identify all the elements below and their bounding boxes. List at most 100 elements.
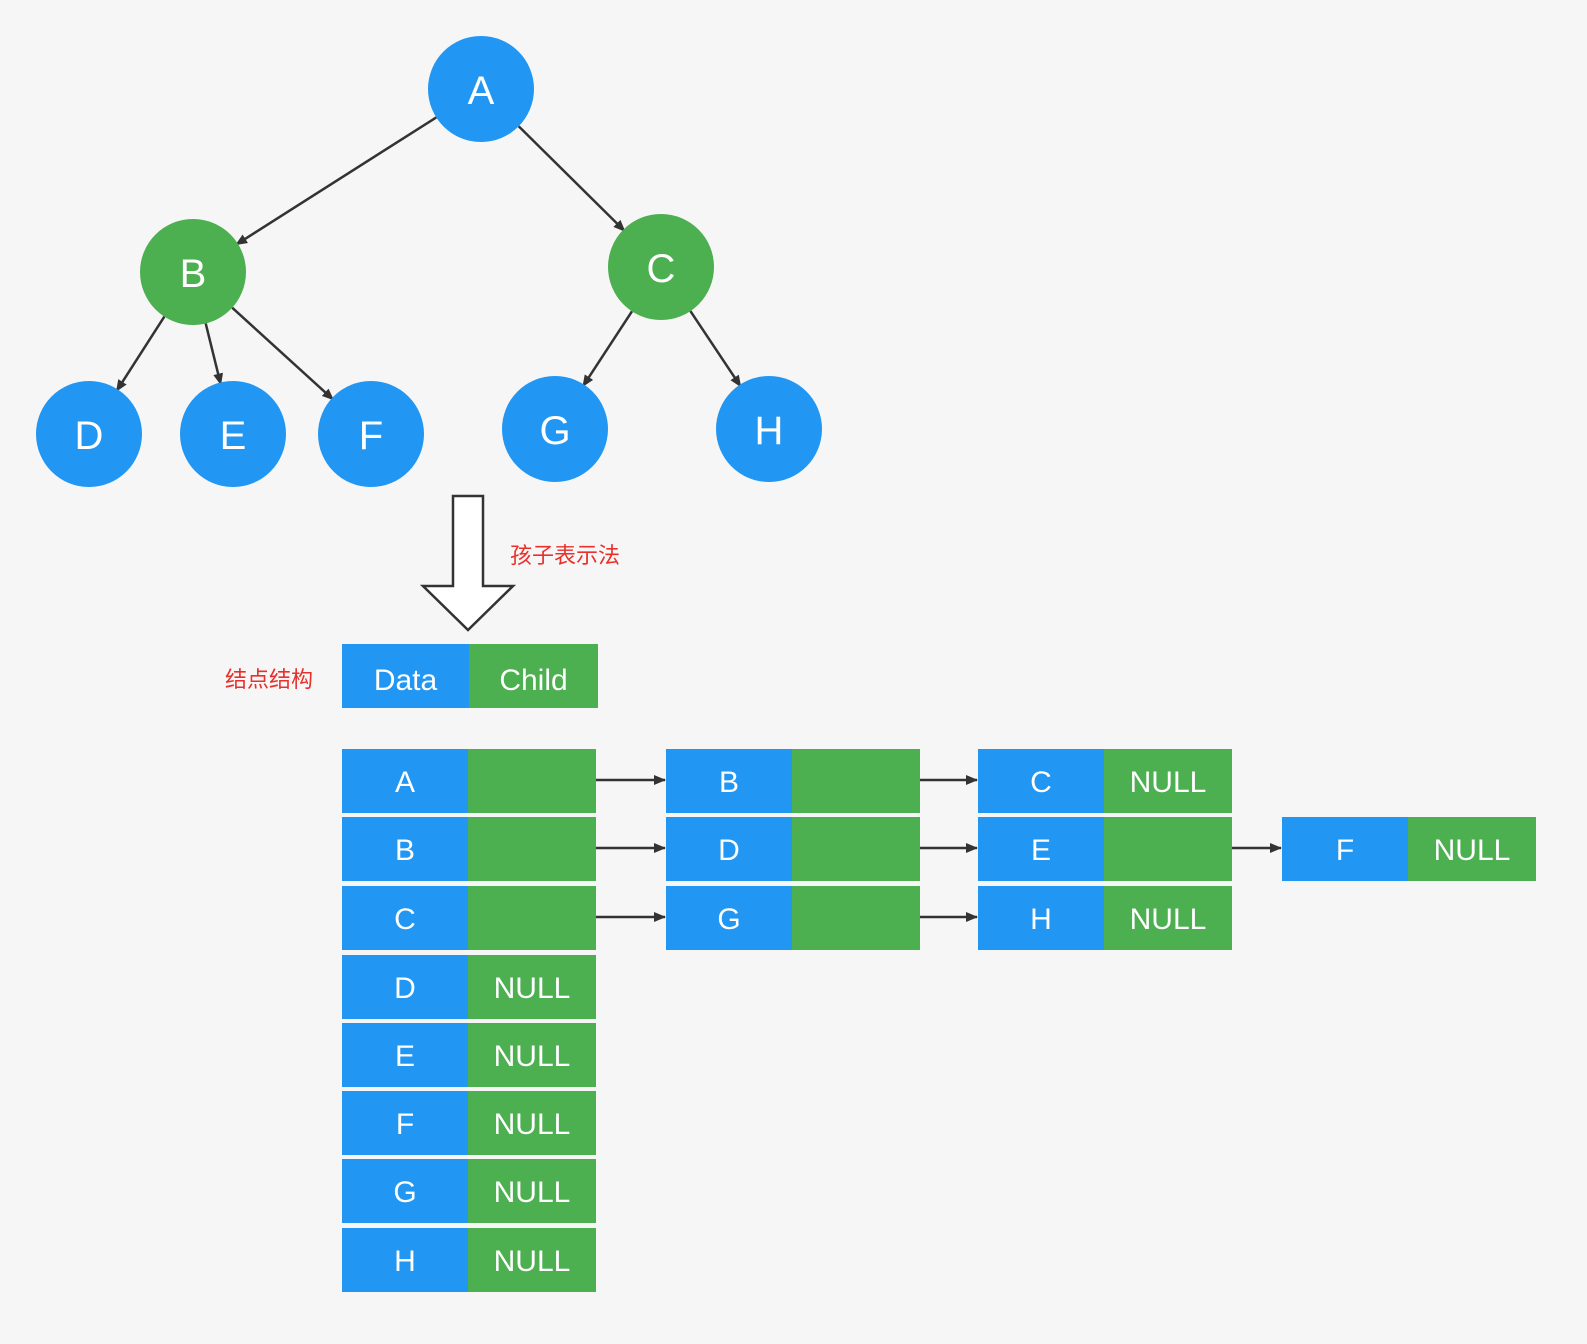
edge-A-B (235, 116, 437, 246)
tree-node-label: A (468, 69, 495, 113)
child-value: NULL (1130, 903, 1207, 936)
data-value: F (396, 1108, 414, 1141)
data-field (342, 1023, 468, 1087)
tree-node-C: C (608, 214, 714, 320)
structure-data-label: Data (374, 664, 438, 697)
edge-A-C (517, 125, 626, 233)
list-node-B-E: E (978, 817, 1232, 881)
data-field (342, 817, 468, 881)
tree-node-label: C (647, 247, 676, 291)
tree-node-G: G (502, 376, 608, 482)
tree-node-D: D (36, 381, 142, 487)
structure-child-label: Child (499, 664, 567, 697)
tree-node-F: F (318, 381, 424, 487)
data-field (666, 817, 792, 881)
child-field (1104, 886, 1232, 950)
tree-node-H: H (716, 376, 822, 482)
tree-node-circle (428, 36, 534, 142)
tree-node-label: F (359, 414, 383, 458)
data-value: D (718, 834, 740, 867)
child-field (468, 1023, 596, 1087)
transform-arrow (419, 494, 517, 632)
data-field (666, 886, 792, 950)
child-field (468, 886, 596, 950)
child-value: NULL (494, 1108, 571, 1141)
transform-label: 孩子表示法 (510, 544, 620, 569)
data-value: C (394, 903, 416, 936)
data-field (978, 817, 1104, 881)
data-value: D (394, 972, 416, 1005)
data-field (342, 1228, 468, 1292)
data-value: H (1030, 903, 1052, 936)
tree-nodes: A B C D E F G H (36, 36, 822, 487)
list-node-C-G: G (666, 886, 920, 950)
child-field (1104, 749, 1232, 813)
table-row-D: D NULL (342, 955, 596, 1019)
data-field (342, 955, 468, 1019)
data-field (978, 749, 1104, 813)
data-value: B (395, 834, 415, 867)
data-field (978, 886, 1104, 950)
data-field (342, 1091, 468, 1155)
tree-node-label: H (755, 409, 784, 453)
tree-edges (115, 116, 742, 401)
child-table: A B C D NULL E NULL F NULL G NULL H NULL (342, 749, 596, 1292)
child-value: NULL (494, 972, 571, 1005)
edge-C-G (581, 310, 634, 388)
child-field (792, 886, 920, 950)
edge-B-F (231, 306, 335, 401)
child-field (468, 817, 596, 881)
tree-node-circle (180, 381, 286, 487)
node-structure: Data Child (342, 644, 598, 708)
data-value: A (395, 766, 415, 799)
child-field (468, 1159, 596, 1223)
tree-node-label: B (180, 252, 207, 296)
table-row-A: A (342, 749, 596, 813)
table-row-G: G NULL (342, 1159, 596, 1223)
child-field (792, 749, 920, 813)
table-row-H: H NULL (342, 1228, 596, 1292)
data-value: H (394, 1245, 416, 1278)
tree-node-label: E (220, 414, 247, 458)
child-field (1104, 817, 1232, 881)
data-field (342, 1159, 468, 1223)
child-field (468, 955, 596, 1019)
table-row-C: C (342, 886, 596, 950)
tree-node-B: B (140, 219, 246, 325)
structure-data-cell (342, 644, 469, 708)
structure-child-cell (469, 644, 598, 708)
data-value: G (717, 903, 740, 936)
child-value: NULL (494, 1176, 571, 1209)
child-value: NULL (494, 1040, 571, 1073)
data-value: E (1031, 834, 1051, 867)
list-node-A-C: C NULL (978, 749, 1232, 813)
tree-node-circle (318, 381, 424, 487)
tree-node-circle (502, 376, 608, 482)
tree-node-circle (716, 376, 822, 482)
tree-node-A: A (428, 36, 534, 142)
data-value: C (1030, 766, 1052, 799)
data-value: E (395, 1040, 415, 1073)
child-value: NULL (1130, 766, 1207, 799)
data-field (666, 749, 792, 813)
edge-B-E (204, 323, 223, 386)
tree-node-circle (608, 214, 714, 320)
tree-node-E: E (180, 381, 286, 487)
list-node-A-B: B (666, 749, 920, 813)
child-value: NULL (1434, 834, 1511, 867)
data-field (342, 886, 468, 950)
table-row-E: E NULL (342, 1023, 596, 1087)
child-value: NULL (494, 1245, 571, 1278)
child-field (468, 749, 596, 813)
data-value: G (393, 1176, 416, 1209)
table-row-F: F NULL (342, 1091, 596, 1155)
child-field (468, 1091, 596, 1155)
tree-node-circle (140, 219, 246, 325)
edge-B-D (115, 315, 166, 392)
data-field (342, 749, 468, 813)
list-node-B-D: D (666, 817, 920, 881)
child-field (792, 817, 920, 881)
